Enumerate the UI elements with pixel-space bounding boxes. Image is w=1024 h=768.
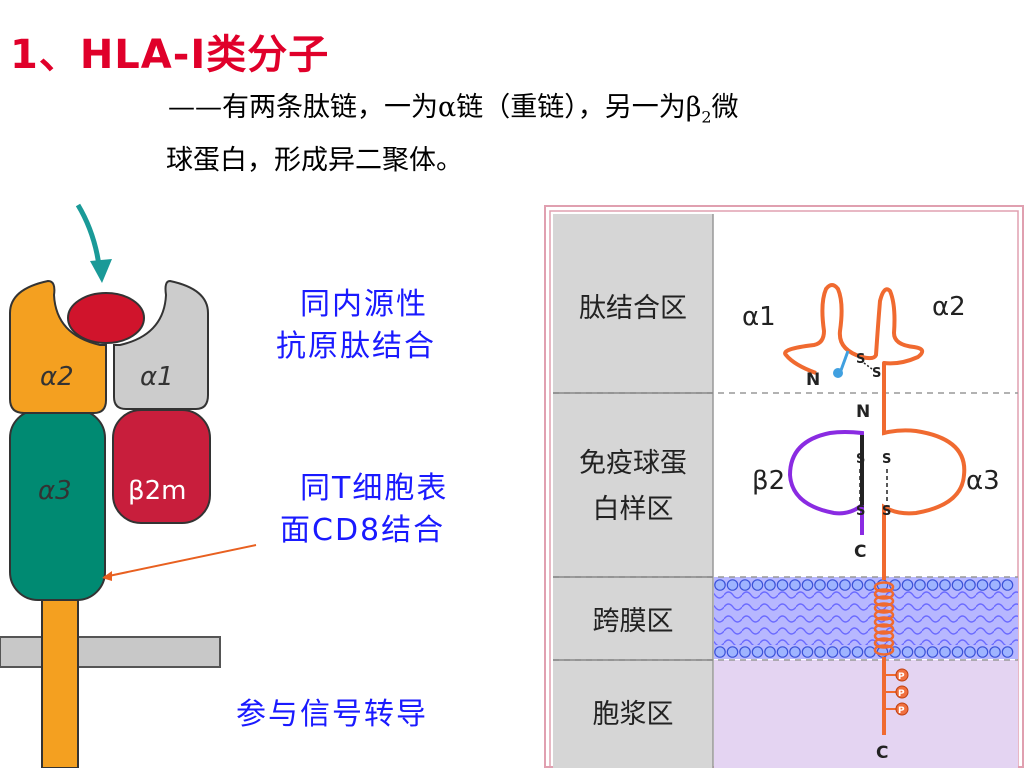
region-peptide-binding: 肽结合区 — [579, 293, 687, 324]
hla-schematic: α2 α1 α3 β2m — [0, 203, 257, 768]
disulfide-s3: S — [856, 452, 865, 467]
beta2-chain-label: β2 — [752, 466, 785, 496]
region-ig-like-line1: 免疫球蛋 — [579, 448, 687, 479]
c-terminal-mid: C — [854, 542, 866, 562]
beta2-chain — [787, 430, 864, 535]
subtitle-line2: 球蛋白，形成异二聚体。 — [166, 145, 463, 177]
subtitle-line1: ——有两条肽链，一为α链（重链），另一为β — [168, 92, 702, 123]
alpha2-label: α2 — [40, 362, 74, 392]
subtitle-tail: 微 — [711, 92, 739, 123]
subtitle-subscript: 2 — [701, 107, 712, 127]
beta2m-label: β2m — [128, 476, 186, 506]
hla-domain-diagram: 肽结合区 免疫球蛋 白样区 跨膜区 胞浆区 N S S α1 α2 N C β2… — [544, 205, 1024, 768]
n-terminal-dot — [833, 368, 843, 378]
c-terminal-bottom: C — [876, 743, 888, 763]
region-cytoplasmic: 胞浆区 — [593, 699, 674, 730]
alpha1-chain-label: α1 — [742, 302, 776, 332]
disulfide-s6: S — [882, 504, 891, 519]
peptide — [67, 292, 145, 344]
peptide-arrow-head — [90, 259, 112, 283]
svg-text:P: P — [898, 672, 905, 682]
phosphate-group-3: P — [884, 702, 909, 716]
disulfide-s5: S — [882, 452, 891, 467]
annotation-peptide-line1: 同内源性 — [300, 287, 428, 322]
annotation-peptide-binding: 同内源性 抗原肽结合 — [276, 284, 436, 368]
annotation-peptide-line2: 抗原肽结合 — [276, 329, 436, 364]
phosphate-group-1: P — [884, 668, 909, 682]
alpha2-domain — [9, 279, 107, 414]
annotation-cd8-binding: 同T细胞表 面CD8结合 — [280, 468, 449, 552]
beta2m-domain — [112, 409, 211, 524]
alpha3-label: α3 — [38, 476, 72, 506]
phosphate-group-2: P — [884, 685, 909, 699]
alpha3-chain-label: α3 — [966, 466, 1000, 496]
annotation-cd8-line2: 面CD8结合 — [280, 513, 446, 548]
disulfide-s2: S — [872, 366, 881, 381]
n-terminal-mid: N — [856, 402, 870, 422]
transmembrane-helix — [873, 581, 895, 656]
region-ig-like-line2: 白样区 — [593, 494, 674, 525]
lipid-heads-bottom — [714, 646, 1014, 658]
alpha1-domain — [113, 279, 209, 410]
region-label-column — [553, 214, 713, 768]
transmembrane-stalk — [41, 594, 79, 768]
disulfide-s4: S — [856, 504, 865, 519]
n-terminal-top: N — [806, 370, 820, 390]
alpha1-alpha2-chain — [783, 283, 925, 405]
region-transmembrane: 跨膜区 — [593, 606, 674, 637]
slide-subtitle: ——有两条肽链，一为α链（重链），另一为β2微 球蛋白，形成异二聚体。 — [166, 86, 968, 183]
alpha1-label: α1 — [140, 362, 174, 392]
annotation-cd8-line1: 同T细胞表 — [300, 471, 449, 506]
cd8-pointer — [103, 544, 257, 578]
alpha2-chain-label: α2 — [932, 292, 966, 322]
alpha3-chain — [882, 405, 967, 580]
svg-text:P: P — [898, 706, 905, 716]
annotation-signal: 参与信号转导 — [236, 697, 428, 732]
disulfide-s1: S — [856, 352, 865, 367]
slide-title: 1、HLA-Ⅰ类分子 — [10, 32, 330, 78]
cd8-pointer-head — [102, 571, 112, 581]
lipid-heads-top — [714, 579, 1014, 591]
cell-membrane — [0, 636, 221, 668]
svg-text:P: P — [898, 689, 905, 699]
